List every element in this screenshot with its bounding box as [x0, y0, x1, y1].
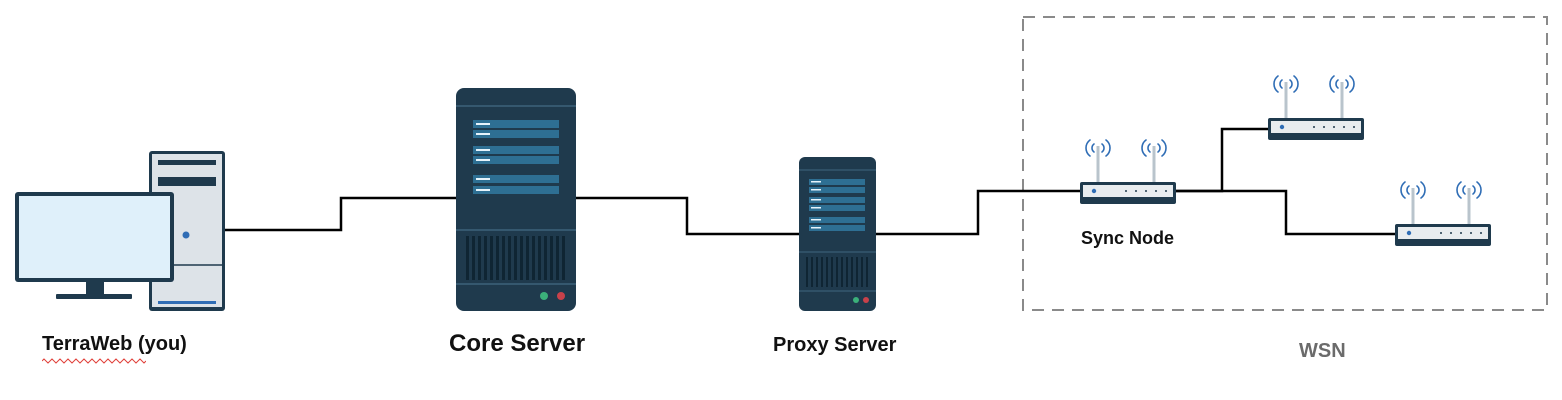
monitor-screen	[19, 196, 170, 278]
core-server-led-green	[540, 292, 548, 300]
wire-sync-sensor-2	[1176, 189, 1396, 236]
core-server-led-red	[557, 292, 565, 300]
wire-sync-sensor-1	[1176, 127, 1269, 193]
wsn-group-boundary	[1022, 16, 1548, 311]
wire-proxy-sync	[876, 189, 1081, 236]
sync-node-label: Sync Node	[1081, 228, 1175, 248]
connections	[225, 127, 1396, 236]
proxy-server-label: Proxy Server	[773, 334, 897, 356]
wire-client-core	[225, 196, 456, 232]
spellcheck-underline	[42, 358, 146, 364]
proxy-server-led-red	[863, 297, 869, 303]
desktop-computer-icon	[15, 151, 225, 311]
proxy-server-icon	[799, 157, 876, 311]
wsn-group-label: WSN	[1299, 340, 1346, 362]
monitor-stand	[56, 294, 132, 299]
sensor-node-2-router-icon	[1394, 181, 1492, 247]
tower-power-light	[182, 231, 190, 239]
wire-core-proxy	[576, 196, 799, 236]
proxy-server-led-green	[853, 297, 859, 303]
sensor-node-1-router-icon	[1267, 75, 1365, 141]
core-server-icon	[456, 88, 576, 311]
client-label: TerraWeb (you)	[42, 333, 187, 355]
sync-node-router-icon	[1079, 139, 1177, 205]
core-server-label: Core Server	[449, 330, 586, 357]
